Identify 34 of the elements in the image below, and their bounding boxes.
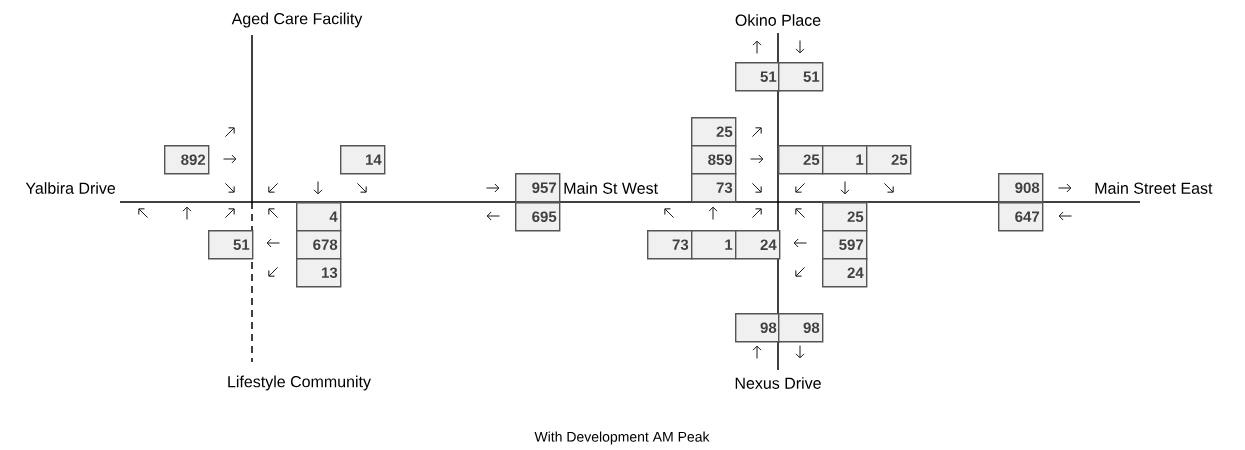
volume-box: 14: [340, 145, 386, 175]
volume-box: 51: [208, 230, 254, 260]
volume-box: 1: [691, 230, 737, 260]
volume-box: 13: [296, 258, 342, 288]
volume-box: 51: [735, 62, 781, 92]
volume-box: 957: [515, 173, 561, 203]
volume-box: 24: [735, 230, 781, 260]
volume-box: 24: [822, 258, 868, 288]
volume-box: 4: [296, 202, 342, 232]
caption: With Development AM Peak: [534, 431, 710, 445]
volume-box: 908: [998, 173, 1044, 203]
road-name: Lifestyle Community: [228, 375, 371, 391]
volume-box: 597: [822, 230, 868, 260]
volume-box: 25: [691, 117, 737, 147]
volume-box: 859: [691, 145, 737, 175]
volume-box: 98: [778, 313, 824, 343]
volume-box: 892: [164, 145, 210, 175]
volume-box: 25: [866, 145, 912, 175]
volume-box: 73: [647, 230, 693, 260]
volume-box: 25: [822, 202, 868, 232]
road-name: Main St West: [564, 182, 658, 194]
volume-box: 98: [735, 313, 781, 343]
volume-box: 25: [778, 145, 824, 175]
road-name: Aged Care Facility: [231, 12, 363, 28]
road-name: Okino Place: [735, 14, 821, 26]
volume-box: 1: [822, 145, 868, 175]
volume-box: 678: [296, 230, 342, 260]
road-name: Main Street East: [1095, 182, 1213, 194]
volume-box: 647: [998, 202, 1044, 232]
road-name: Yalbira Drive: [25, 182, 116, 194]
volume-box: 51: [778, 62, 824, 92]
road-name: Nexus Drive: [735, 377, 821, 389]
volume-box: 695: [515, 202, 561, 232]
volume-box: 73: [691, 173, 737, 203]
